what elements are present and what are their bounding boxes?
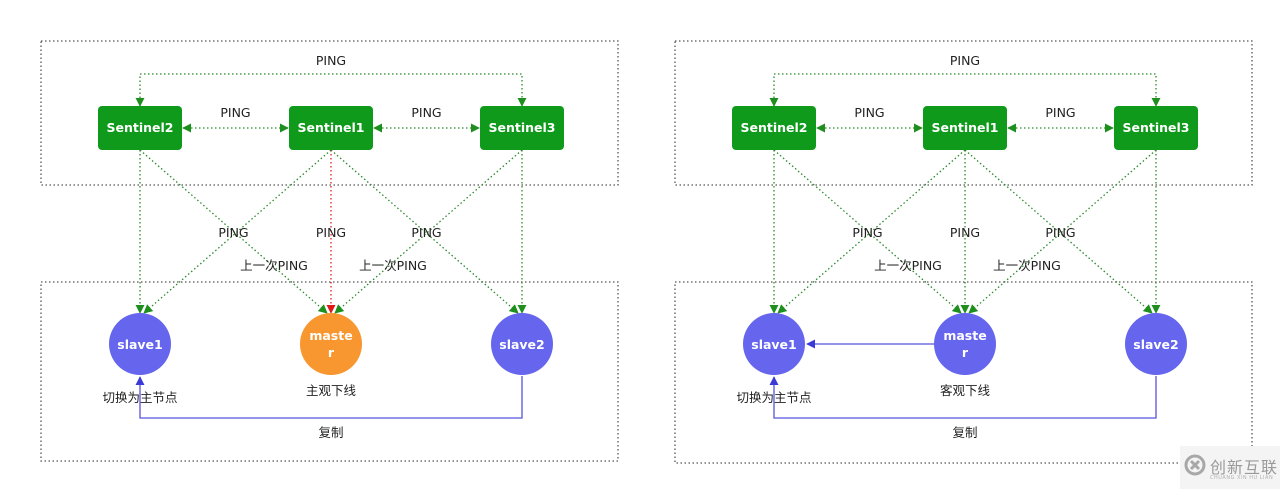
master-node xyxy=(934,313,996,375)
ping-line-sentinel1-slave2 xyxy=(330,149,519,314)
slave2-node xyxy=(491,313,553,375)
ping-line-sentinel3-master xyxy=(968,149,1157,314)
ping-line-sentinel2-sentinel3 xyxy=(769,73,1161,107)
sentinel1-label: Sentinel1 xyxy=(932,120,999,135)
master-caption: 主观下线 xyxy=(306,383,357,398)
redis-group-box xyxy=(40,281,619,462)
sentinel-group-box xyxy=(674,40,1253,186)
sentinel3-label: Sentinel3 xyxy=(1123,120,1190,135)
slave1-label: slave1 xyxy=(117,337,162,352)
ping-label-cross-left: PING xyxy=(218,225,248,240)
ping-label-cross-right: PING xyxy=(411,225,441,240)
sentinel3-label: Sentinel3 xyxy=(489,120,556,135)
ping-label-top: PING xyxy=(316,53,346,68)
ping-line-sentinel2-master xyxy=(773,149,962,314)
ping-label-s2-s1: PING xyxy=(220,105,250,120)
watermark-subtext: CHUANG XIN HU LIAN xyxy=(1210,475,1274,481)
last-ping-label-right: 上一次PING xyxy=(359,258,427,273)
watermark: 创新互联 CHUANG XIN HU LIAN xyxy=(1180,446,1280,489)
sentinel1-node xyxy=(923,106,1007,150)
panel-objective-down: PING PING PING PING PING PING 上一次PING 上一次PING Se… xyxy=(674,40,1253,464)
ping-line-sentinel3-master xyxy=(334,149,523,314)
last-ping-label-right: 上一次PING xyxy=(993,258,1061,273)
slave2-node xyxy=(1125,313,1187,375)
ping-line-sentinel1-slave1 xyxy=(777,149,966,314)
slave2-label: slave2 xyxy=(1133,337,1178,352)
ping-label-cross-center: PING xyxy=(316,225,346,240)
watermark-text: 创新互联 xyxy=(1210,458,1279,477)
last-ping-label-left: 上一次PING xyxy=(240,258,308,273)
replication-line-slave2-slave1 xyxy=(769,376,1157,419)
replication-line-slave2-slave1 xyxy=(135,376,523,419)
sentinel1-node xyxy=(289,106,373,150)
ping-label-s1-s3: PING xyxy=(411,105,441,120)
last-ping-label-left: 上一次PING xyxy=(874,258,942,273)
ping-label-s2-s1: PING xyxy=(854,105,884,120)
master-label-line2: r xyxy=(328,345,335,360)
ping-label-top: PING xyxy=(950,53,980,68)
ping-line-sentinel2-sentinel3 xyxy=(135,73,527,107)
replication-label: 复制 xyxy=(952,425,977,440)
sentinel3-node xyxy=(1114,106,1198,150)
master-caption: 客观下线 xyxy=(940,383,991,398)
sentinel2-label: Sentinel2 xyxy=(107,120,174,135)
sentinel2-node xyxy=(732,106,816,150)
master-label-line1: maste xyxy=(309,328,352,343)
master-node xyxy=(300,313,362,375)
master-label-line2: r xyxy=(962,345,969,360)
slave1-caption: 切换为主节点 xyxy=(736,390,811,405)
ping-line-sentinel1-slave2 xyxy=(964,149,1153,314)
slave1-node xyxy=(109,313,171,375)
watermark-logo-icon xyxy=(1184,454,1206,476)
ping-label-cross-center: PING xyxy=(950,225,980,240)
ping-label-s1-s3: PING xyxy=(1045,105,1075,120)
slave2-label: slave2 xyxy=(499,337,544,352)
sentinel1-label: Sentinel1 xyxy=(298,120,365,135)
slave1-caption: 切换为主节点 xyxy=(102,390,177,405)
panel-subjective-down: PING PING PING PING PING PING 上一次PING 上一次PING Se… xyxy=(40,40,619,462)
ping-label-cross-right: PING xyxy=(1045,225,1075,240)
master-label-line1: maste xyxy=(943,328,986,343)
replication-label: 复制 xyxy=(318,425,343,440)
ping-line-sentinel1-slave1 xyxy=(143,149,332,314)
sentinel3-node xyxy=(480,106,564,150)
ping-label-cross-left: PING xyxy=(852,225,882,240)
sentinel-group-box xyxy=(40,40,619,186)
ping-line-sentinel2-master xyxy=(139,149,328,314)
sentinel2-node xyxy=(98,106,182,150)
slave1-node xyxy=(743,313,805,375)
slave1-label: slave1 xyxy=(751,337,796,352)
redis-group-box xyxy=(674,281,1253,464)
sentinel2-label: Sentinel2 xyxy=(741,120,808,135)
